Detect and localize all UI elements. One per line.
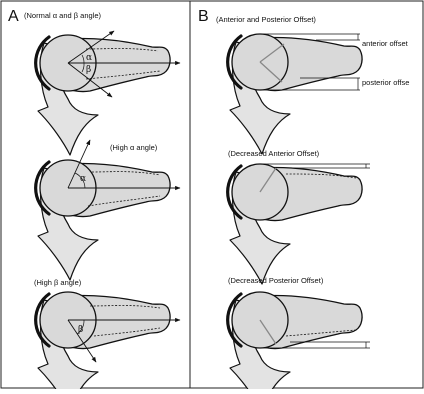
- alpha-label: α: [86, 53, 92, 63]
- panel-a: A (Normal α and β angle) α β (High α ang…: [8, 8, 180, 389]
- anterior-offset-label: anterior offset: [362, 39, 409, 48]
- panel-b-row-decreased-posterior: (Decreased Posterior Offset): [228, 276, 370, 389]
- beta-label: β: [86, 65, 91, 75]
- shoulder-diagram-high-beta: β: [36, 292, 180, 389]
- panel-a-row-high-beta: (High β angle) β: [34, 278, 180, 389]
- caption-offsets: (Anterior and Posterior Offset): [216, 15, 316, 24]
- posterior-offset-label: posterior offse: [362, 78, 409, 87]
- panel-a-letter: A: [8, 8, 19, 25]
- shoulder-diagram-offsets: [228, 34, 362, 154]
- panel-b-row-decreased-anterior: (Decreased Anterior Offset): [228, 149, 370, 284]
- alpha-label: α: [80, 174, 86, 184]
- beta-label: β: [78, 325, 83, 335]
- caption-normal-angles: (Normal α and β angle): [24, 11, 102, 20]
- panel-a-row-high-alpha: (High α angle) α: [36, 140, 180, 280]
- caption-decreased-anterior: (Decreased Anterior Offset): [228, 149, 320, 158]
- shoulder-diagram-decreased-anterior: [228, 164, 370, 284]
- shoulder-diagram-decreased-posterior: [228, 292, 370, 389]
- caption-high-beta: (High β angle): [34, 278, 82, 287]
- panel-b-row-offsets: (Anterior and Posterior Offset) anterior…: [216, 15, 409, 154]
- panel-b-letter: B: [198, 8, 209, 25]
- shoulder-diagram-normal: α β: [36, 31, 180, 155]
- caption-high-alpha: (High α angle): [110, 143, 158, 152]
- caption-decreased-posterior: (Decreased Posterior Offset): [228, 276, 324, 285]
- panel-b: B (Anterior and Posterior Offset) anteri…: [198, 8, 409, 389]
- shoulder-diagram-high-alpha: α: [36, 140, 180, 280]
- panel-a-row-normal: (Normal α and β angle) α β: [24, 11, 180, 155]
